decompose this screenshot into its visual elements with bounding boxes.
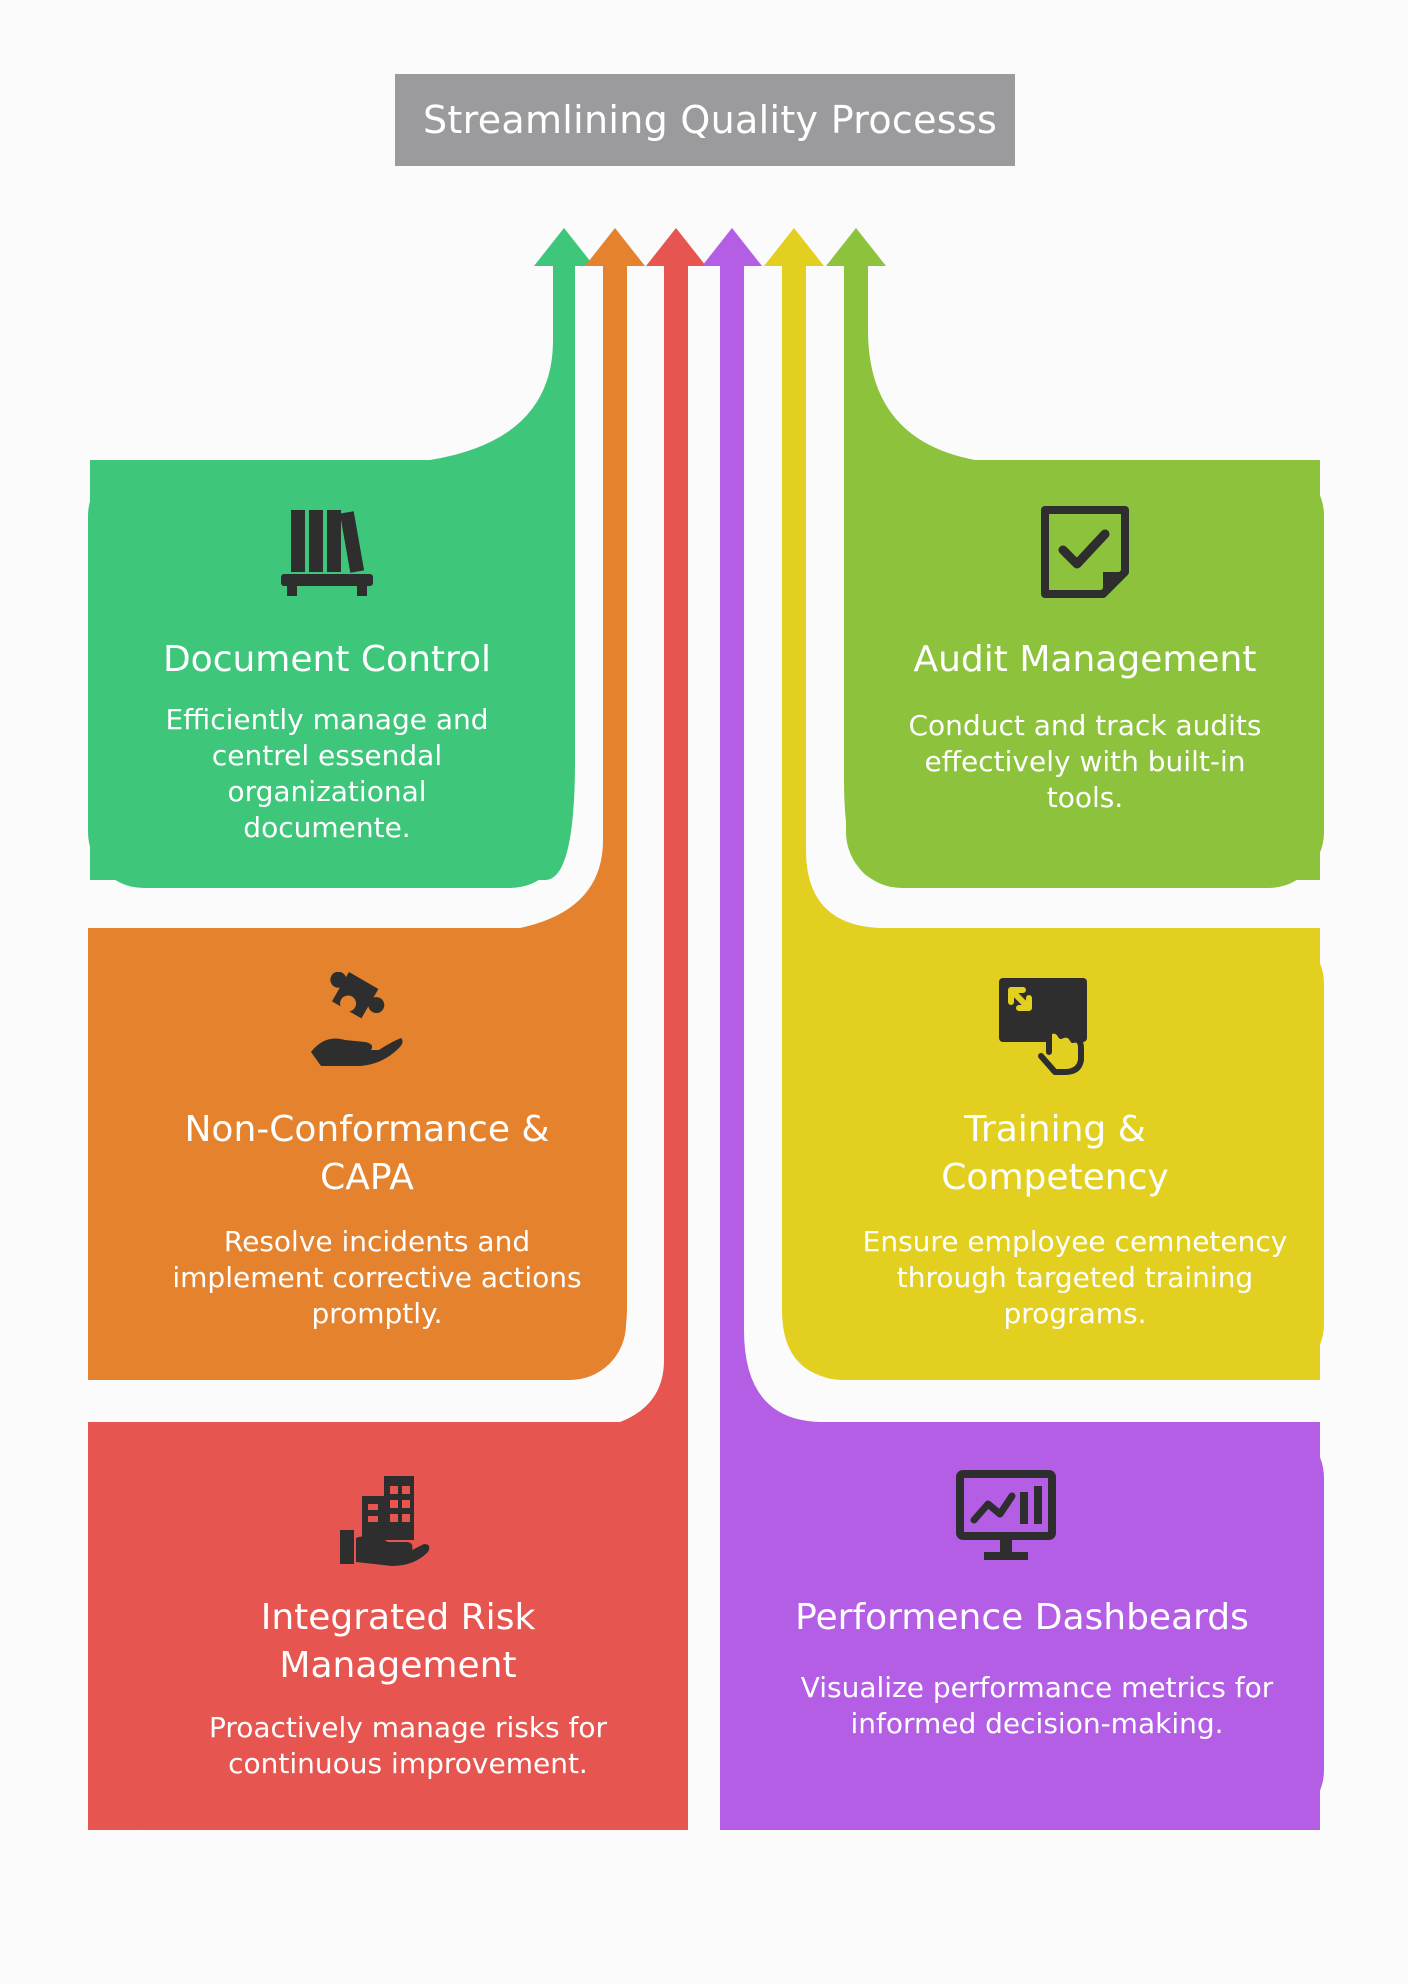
card-title: Document Control bbox=[162, 639, 492, 680]
checklist-icon bbox=[1033, 500, 1137, 604]
touch-screen-icon bbox=[993, 972, 1097, 1076]
arrow-head-purple bbox=[702, 228, 762, 266]
card-title: Audit Management bbox=[913, 639, 1257, 680]
arrow-head-green bbox=[534, 228, 594, 266]
card-audit-management[interactable]: Audit Management Conduct and track audit… bbox=[846, 460, 1324, 888]
card-title: Integrated Risk Management bbox=[260, 1597, 536, 1686]
card-non-conformance[interactable]: Non-Conformance & CAPA Resolve incidents… bbox=[88, 928, 626, 1380]
card-document-control[interactable]: Document Control Efficiently manage and … bbox=[88, 460, 566, 888]
arrow-head-yellow bbox=[764, 228, 824, 266]
arrow-head-lime bbox=[826, 228, 886, 266]
card-title: Training & Competency bbox=[941, 1109, 1169, 1198]
card-title: Performence Dashbeards bbox=[795, 1597, 1249, 1638]
card-description: Proactively manage risks for continuous … bbox=[208, 1711, 608, 1780]
books-icon bbox=[275, 500, 379, 604]
card-description: Resolve incidents and implement correcti… bbox=[172, 1225, 582, 1330]
card-dashboards[interactable]: Performence Dashbeards Visualize perform… bbox=[720, 1422, 1324, 1826]
card-title: Non-Conformance & CAPA bbox=[184, 1109, 550, 1198]
arrow-head-orange bbox=[585, 228, 645, 266]
building-hand-icon bbox=[332, 1468, 436, 1572]
card-description: Ensure employee cemnetency through targe… bbox=[862, 1225, 1288, 1330]
page-title: Streamlining Quality Processs bbox=[423, 98, 998, 142]
card-description: Conduct and track audits effectively wit… bbox=[908, 709, 1262, 814]
monitor-chart-icon bbox=[954, 1466, 1058, 1570]
card-risk-management[interactable]: Integrated Risk Management Proactively m… bbox=[88, 1422, 688, 1826]
arrow-head-red bbox=[646, 228, 706, 266]
card-description: Efficiently manage and centrel essendal … bbox=[165, 703, 489, 844]
title-banner: Streamlining Quality Processs bbox=[395, 74, 1015, 166]
card-description: Visualize performance metrics for inform… bbox=[800, 1671, 1274, 1740]
puzzle-hand-icon bbox=[305, 972, 409, 1076]
card-training[interactable]: Training & Competency Ensure employee ce… bbox=[786, 928, 1324, 1380]
